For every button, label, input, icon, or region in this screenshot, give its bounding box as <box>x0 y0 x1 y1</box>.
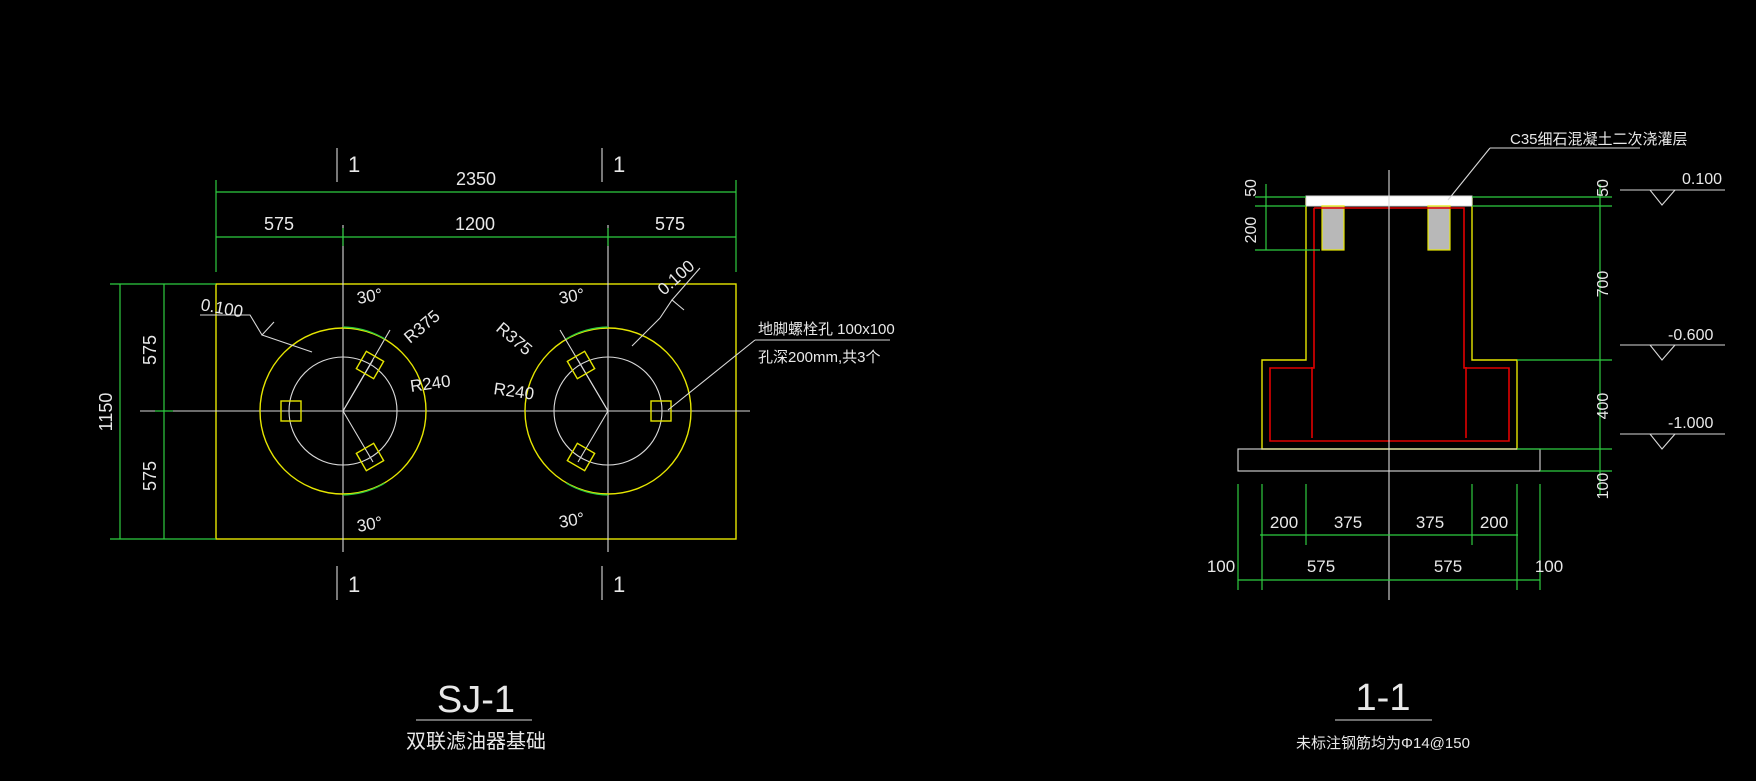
bolt-hole-right-a <box>650 400 672 422</box>
bolt-circle-inner-left <box>288 356 398 466</box>
radius-label: R375 <box>492 319 535 360</box>
bolt-hole-left-b <box>355 350 385 380</box>
angle-arc <box>342 482 386 496</box>
concrete-note: C35细石混凝土二次浇灌层 <box>1510 131 1688 148</box>
plan-title: SJ-1 <box>437 679 515 721</box>
bolt-hole-right-b <box>566 350 596 380</box>
elev-leader-left <box>261 334 313 353</box>
angle-label: 30° <box>557 285 586 308</box>
bolt-pocket-right <box>1427 205 1451 251</box>
plan-dim-right: 575 <box>655 214 685 234</box>
section-title: 1-1 <box>1356 677 1411 719</box>
section-mark-label: 1 <box>613 572 625 597</box>
plan-dim-height: 1150 <box>96 393 116 432</box>
bolt-hole-right-c <box>566 442 596 472</box>
bottom-dim-row1: 375 <box>1334 513 1362 532</box>
angle-arc <box>565 482 609 496</box>
section-dim-right: 700 <box>1595 271 1612 298</box>
section-dim-right: 50 <box>1595 179 1612 197</box>
plan-dim-height-bottom: 575 <box>140 461 160 491</box>
elevation-label: -1.000 <box>1668 415 1713 432</box>
radial-line <box>577 410 609 463</box>
plan-dim-total: 2350 <box>456 169 496 189</box>
bolt-circle-outer-right <box>524 327 692 495</box>
elev-leader-right-2 <box>631 317 661 347</box>
section-dim-right: 100 <box>1595 473 1612 500</box>
bolt-circle-inner-right <box>553 356 663 466</box>
plan-view: 2350 575 1200 575 1150 575 575 1 1 1 1 0… <box>96 148 895 753</box>
section-mark-label: 1 <box>348 152 360 177</box>
section-dim-left: 200 <box>1243 217 1260 244</box>
bottom-dim-row2: 100 <box>1535 557 1563 576</box>
elevation-label: 0.100 <box>1682 171 1722 188</box>
elev-leader-right <box>671 267 701 301</box>
radial-line <box>342 329 391 412</box>
bottom-dim-row1: 375 <box>1416 513 1444 532</box>
section-mark-label: 1 <box>613 152 625 177</box>
bolt-note-line2: 孔深200mm,共3个 <box>758 349 881 366</box>
elev-triangle <box>1648 433 1677 450</box>
bottom-dim-row2: 100 <box>1207 557 1235 576</box>
section-view: C35细石混凝土二次浇灌层 50 200 50 700 400 100 0.10… <box>1207 131 1725 752</box>
plan-elev-left: 0.100 <box>199 295 244 321</box>
section-subtitle: 未标注钢筋均为Φ14@150 <box>1296 735 1470 752</box>
bottom-dim-row1: 200 <box>1270 513 1298 532</box>
plan-dim-middle: 1200 <box>455 214 495 234</box>
angle-label: 30° <box>557 509 586 532</box>
bolt-note-leader <box>667 339 756 411</box>
plan-dim-height-top: 575 <box>140 335 160 365</box>
rebar-outer <box>1269 207 1510 442</box>
section-dim-right: 400 <box>1595 393 1612 420</box>
note-leader <box>1447 147 1491 201</box>
elev-triangle <box>1648 189 1677 206</box>
elev-symbol-left <box>200 314 275 336</box>
radius-label: R240 <box>409 371 452 395</box>
bolt-hole-left-c <box>355 442 385 472</box>
bolt-pocket-left <box>1321 205 1345 251</box>
bolt-hole-left-a <box>280 400 302 422</box>
radius-label: R240 <box>492 379 535 403</box>
angle-arc <box>565 326 609 340</box>
elev-triangle <box>1648 344 1677 361</box>
bolt-circle-outer-left <box>259 327 427 495</box>
plan-dim-left: 575 <box>264 214 294 234</box>
bottom-dim-row2: 575 <box>1434 557 1462 576</box>
bottom-dim-row2: 575 <box>1307 557 1335 576</box>
elevation-label: -0.600 <box>1668 327 1713 344</box>
radial-line <box>559 329 609 412</box>
elev-symbol-right <box>659 299 685 319</box>
radius-label: R375 <box>400 306 443 347</box>
angle-label: 30° <box>355 513 384 536</box>
plan-subtitle: 双联滤油器基础 <box>406 730 546 753</box>
radial-line <box>342 410 374 463</box>
section-dim-left: 50 <box>1243 179 1260 197</box>
angle-label: 30° <box>355 285 384 308</box>
bolt-note-line1: 地脚螺栓孔 100x100 <box>758 321 895 338</box>
section-mark-label: 1 <box>348 572 360 597</box>
bottom-dim-row1: 200 <box>1480 513 1508 532</box>
angle-arc <box>342 326 386 340</box>
